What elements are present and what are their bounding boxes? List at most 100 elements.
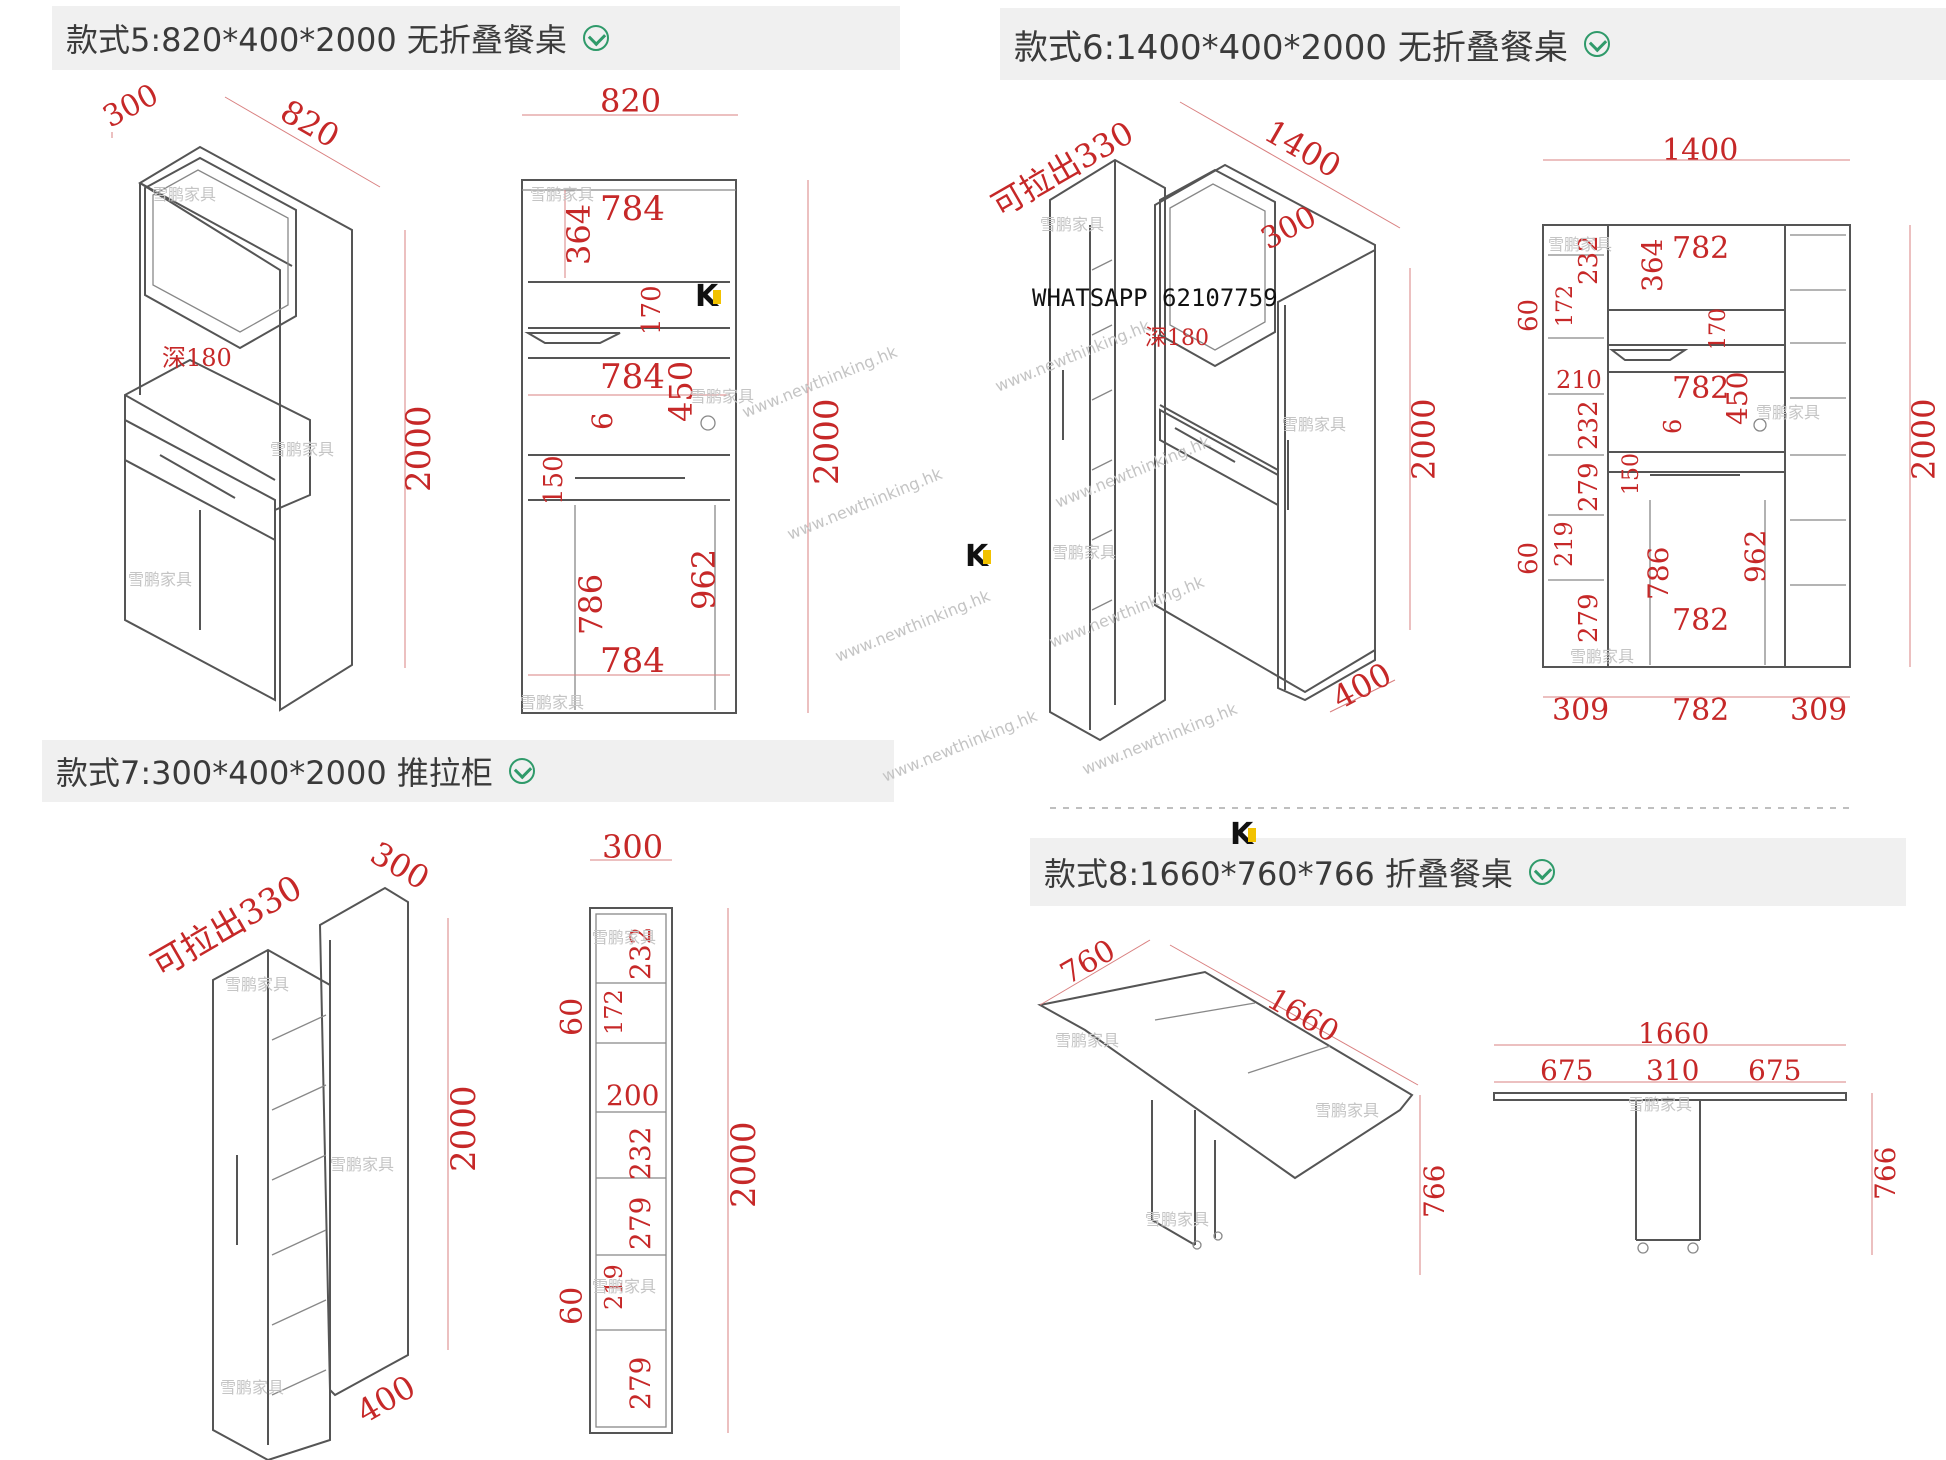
logo-accent-icon	[1248, 828, 1256, 842]
s5-front-drawing	[521, 114, 809, 714]
watermark-brand: 雪鹏家具	[1040, 215, 1104, 234]
watermark-brand: 雪鹏家具	[690, 387, 754, 406]
s5-front-mid-width: 784	[600, 357, 665, 397]
s6-front-s6: 279	[1574, 462, 1604, 512]
s5-front-leg: 786	[572, 574, 610, 635]
s7-front-b: 172	[600, 989, 628, 1035]
s7-front-width: 300	[602, 828, 663, 866]
s5-iso-height: 2000	[399, 405, 439, 492]
s6-front-board: 6	[1659, 419, 1687, 434]
s6-front-top-height: 364	[1636, 239, 1669, 292]
s6-iso-niche: 深180	[1145, 326, 1209, 351]
s5-front-desk-h: 962	[685, 549, 723, 610]
s8-iso-depth: 760	[1055, 933, 1122, 992]
s7-front-drawing	[589, 859, 729, 1434]
s7-iso-depth: 300	[364, 834, 436, 897]
whatsapp-text: WHATSAPP 62107759	[1032, 284, 1278, 312]
watermark-site: www.newthinking.hk	[1046, 572, 1207, 652]
header-style-6: 款式6:1400*400*2000 无折叠餐桌	[1000, 8, 1946, 80]
s8-front-left: 675	[1540, 1054, 1593, 1087]
watermark-brand: 雪鹏家具	[1570, 647, 1634, 666]
header-style-5: 款式5:820*400*2000 无折叠餐桌	[52, 6, 900, 70]
watermark-brand: 雪鹏家具	[270, 440, 334, 459]
chevron-down-icon	[582, 25, 609, 51]
s5-iso-drawing	[111, 96, 406, 712]
s6-front-drawing	[1542, 159, 1911, 698]
s6-front-mid-width: 782	[1672, 371, 1729, 406]
s5-front-flap: 170	[637, 285, 667, 335]
s5-front-mid-height: 450	[662, 361, 700, 422]
watermark-brand: 雪鹏家具	[1052, 543, 1116, 562]
header-style-7-text: 款式7:300*400*2000 推拉柜	[56, 754, 493, 792]
s8-iso-length: 1660	[1261, 982, 1345, 1050]
watermark-brand: 雪鹏家具	[225, 975, 289, 994]
s8-iso-height: 766	[1418, 1165, 1451, 1218]
header-style-8: 款式8:1660*760*766 折叠餐桌	[1030, 838, 1906, 906]
s7-iso-side: 400	[350, 1367, 422, 1430]
s8-front-right: 675	[1748, 1054, 1801, 1087]
watermark-brand: 雪鹏家具	[1282, 415, 1346, 434]
watermark-brand: 雪鹏家具	[1315, 1101, 1379, 1120]
watermark-brand: 雪鹏家具	[1756, 403, 1820, 422]
s6-iso-pull: 可拉出330	[985, 113, 1140, 224]
s5-front-width: 820	[600, 82, 661, 120]
s6-front-top-width: 782	[1672, 231, 1729, 266]
watermark-brand: 雪鹏家具	[1548, 235, 1612, 254]
s5-front-height: 2000	[807, 398, 847, 485]
s6-front-s9: 279	[1574, 593, 1604, 643]
header-style-5-text: 款式5:820*400*2000 无折叠餐桌	[66, 21, 567, 59]
s6-front-left: 309	[1552, 693, 1609, 728]
s6-front-right: 309	[1790, 693, 1847, 728]
watermark-brand: 雪鹏家具	[1145, 1210, 1209, 1229]
s6-front-desk-h: 962	[1739, 530, 1772, 583]
watermark-site: www.newthinking.hk	[992, 316, 1153, 396]
s6-front-s7: 219	[1550, 521, 1578, 567]
s7-iso-pull: 可拉出330	[145, 868, 310, 986]
s7-front-height: 2000	[724, 1121, 764, 1208]
s8-front-height: 766	[1869, 1147, 1902, 1200]
watermark-site: www.newthinking.hk	[1052, 432, 1213, 512]
watermark-site: www.newthinking.hk	[832, 586, 993, 666]
s8-front-drawing	[1493, 1044, 1873, 1255]
watermark-brand: 雪鹏家具	[1628, 1095, 1692, 1114]
s6-front-center: 782	[1672, 693, 1729, 728]
s6-front-s2: 172	[1553, 285, 1578, 327]
s6-left-shelves	[1548, 254, 1604, 581]
s6-front-bottom-width: 782	[1672, 603, 1729, 638]
watermark-site: www.newthinking.hk	[879, 706, 1040, 786]
watermark-brand: 雪鹏家具	[220, 1378, 284, 1397]
s6-front-drawer: 150	[1619, 453, 1644, 495]
s6-front-flap: 170	[1706, 308, 1731, 350]
s7-iso-height: 2000	[444, 1085, 484, 1172]
s5-front-top-height: 364	[560, 204, 598, 265]
s6-iso-side: 400	[1326, 655, 1398, 717]
s6-front-s4: 210	[1556, 366, 1602, 394]
s6-front-mid-height: 450	[1721, 372, 1754, 425]
s5-front-board: 6	[586, 412, 619, 430]
watermark-brand: 雪鹏家具	[128, 570, 192, 589]
chevron-down-icon	[1528, 859, 1555, 885]
s8-iso-drawing	[1037, 939, 1421, 1275]
s6-front-s1: 232	[1574, 235, 1604, 285]
s6-front-s5: 232	[1574, 400, 1604, 450]
s6-front-leg: 786	[1642, 547, 1675, 600]
watermark-brand: 雪鹏家具	[1055, 1031, 1119, 1050]
s7-front-i: 279	[624, 1357, 657, 1410]
logo-accent-icon	[983, 550, 991, 564]
s6-iso-height: 2000	[1405, 399, 1443, 480]
s7-iso-drawing	[212, 886, 449, 1460]
s5-front-bottom-width: 784	[600, 641, 665, 681]
s6-right-shelves	[1790, 234, 1846, 586]
s5-front-top-width: 784	[600, 189, 665, 229]
watermark-brand: 雪鹏家具	[330, 1155, 394, 1174]
watermark-brand: 雪鹏家具	[152, 185, 216, 204]
header-style-6-text: 款式6:1400*400*2000 无折叠餐桌	[1014, 27, 1568, 68]
s7-front-c: 60	[555, 998, 590, 1036]
s5-iso-depth: 300	[97, 77, 164, 135]
s8-front-mid: 310	[1646, 1054, 1699, 1087]
s6-front-s8: 60	[1514, 542, 1544, 575]
s6-iso-drawing	[1049, 101, 1411, 742]
s7-front-d: 200	[606, 1079, 659, 1112]
s7-front-e: 232	[624, 1127, 657, 1180]
